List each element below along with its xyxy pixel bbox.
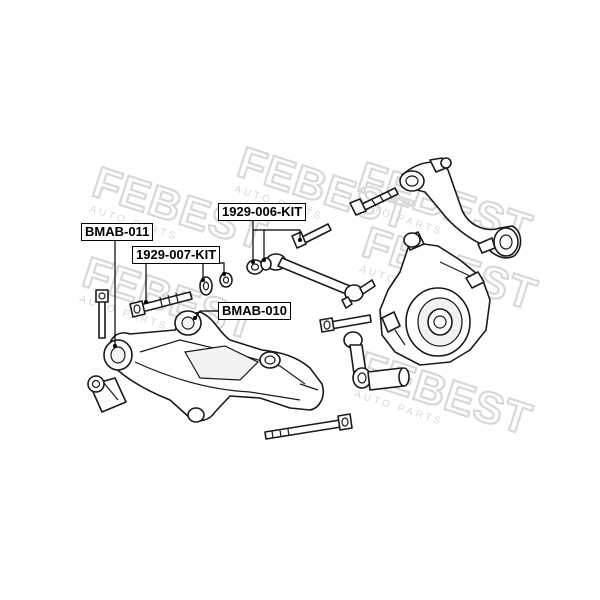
lower-control-arm <box>103 310 325 423</box>
long-bolt <box>129 291 193 318</box>
lower-link <box>343 331 410 391</box>
upper-control-arm <box>399 157 522 259</box>
wheel-carrier <box>379 231 491 366</box>
label-1929-006-kit: 1929-006-KIT <box>218 203 307 221</box>
mid-bolt <box>319 314 372 333</box>
label-1929-007-kit: 1929-007-KIT <box>132 246 221 264</box>
bushing-nut-small <box>246 257 272 275</box>
bottom-bolt <box>264 413 353 440</box>
toe-link <box>265 253 376 309</box>
upper-bolt <box>349 187 399 216</box>
kit-washers <box>199 272 233 296</box>
vertical-bolt <box>95 289 109 339</box>
bushing-bmab-011 <box>87 375 127 413</box>
label-bmab-010: BMAB-010 <box>218 302 292 320</box>
label-bmab-011: BMAB-011 <box>81 223 154 241</box>
link-bolt <box>291 223 332 249</box>
